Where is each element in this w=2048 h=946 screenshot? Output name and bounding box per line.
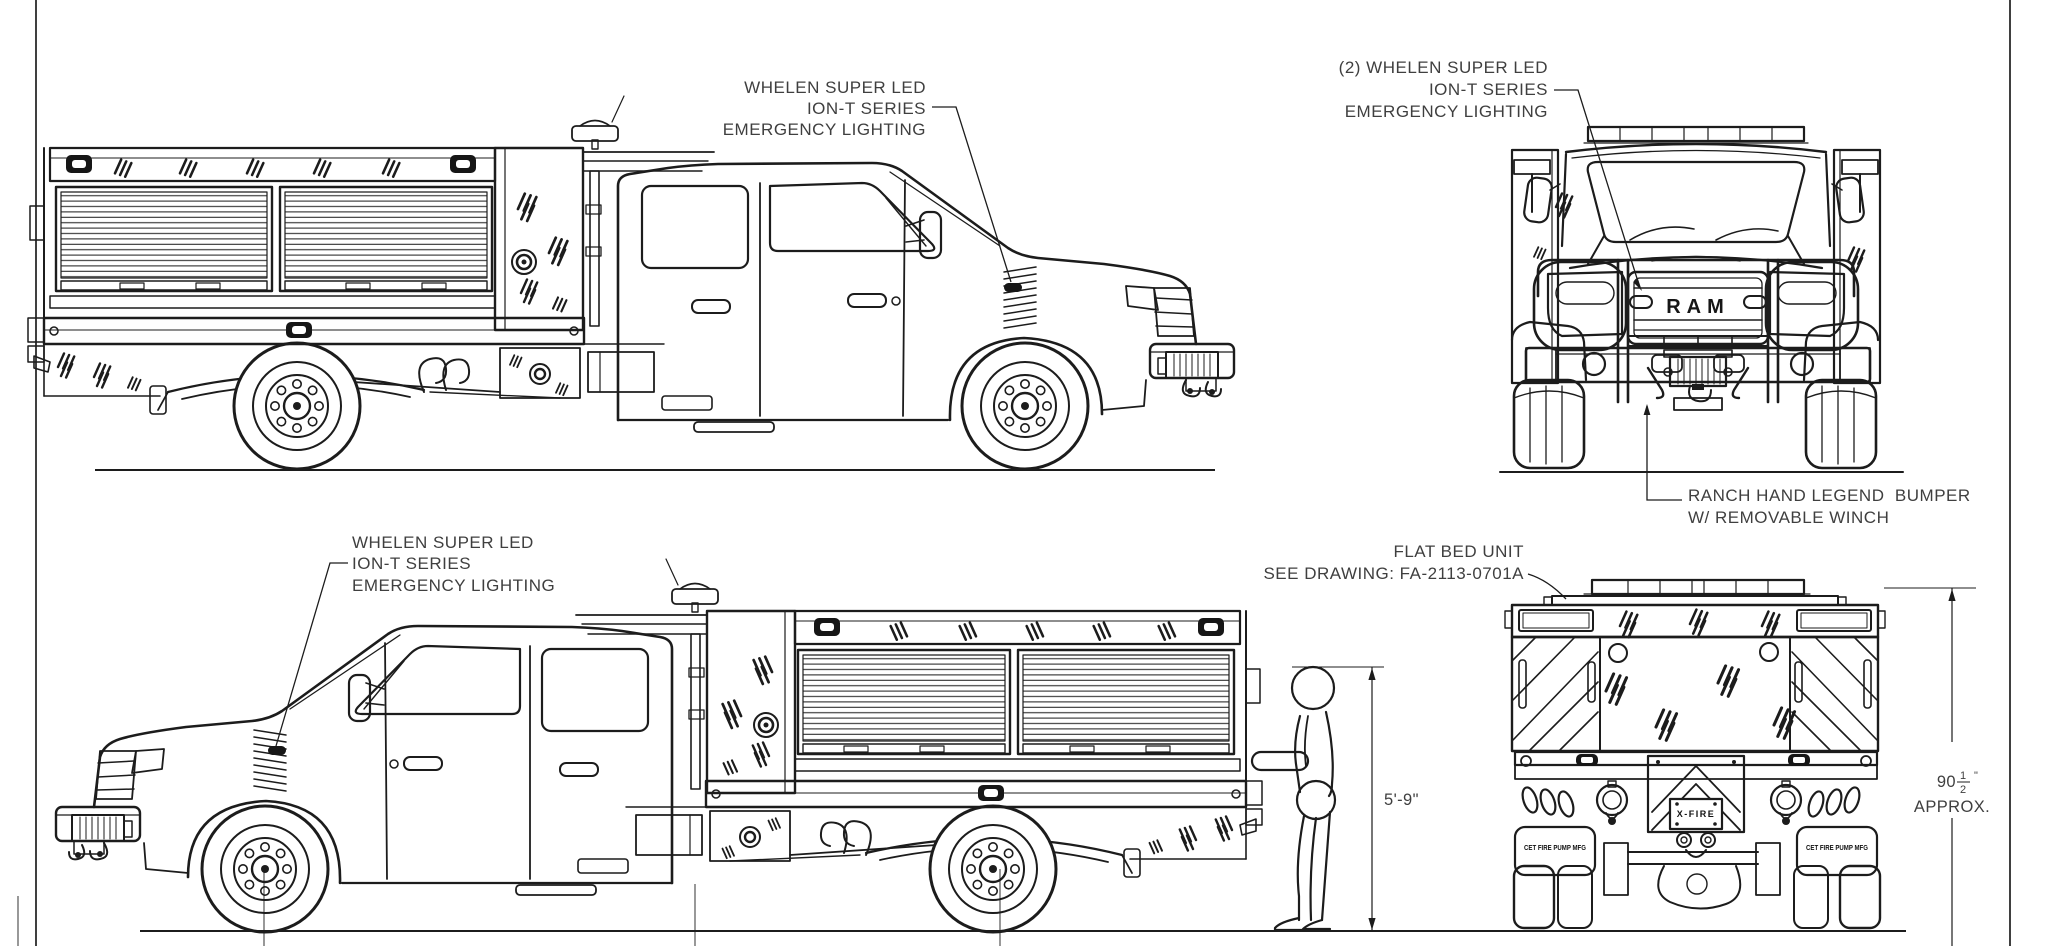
label-bumper-line1: RANCH HAND LEGEND BUMPER: [1688, 486, 1971, 505]
label-side-top-line1: WHELEN SUPER LED: [744, 78, 926, 97]
rear-view: X-FIRE CET: [1504, 578, 1886, 930]
rear-height-whole: 90: [1937, 773, 1956, 791]
label-side-top: WHELEN SUPER LED ION-T SERIES EMERGENCY …: [723, 78, 926, 139]
dim-arrow-top: [1368, 668, 1376, 680]
figure-head: [1290, 665, 1336, 711]
grille-ion-light-left: [1629, 295, 1653, 309]
leader-lines: [275, 89, 1682, 747]
rear-height-denominator: 2: [1960, 784, 1966, 796]
figure-back-foot: [1301, 918, 1332, 931]
label-front-line3: EMERGENCY LIGHTING: [1345, 102, 1548, 121]
ground-and-extension-lines-bottom: [17, 869, 1906, 946]
bed-top-rail: [1551, 595, 1839, 606]
ram-badge: RAM: [1666, 296, 1730, 318]
front-tires: [1510, 320, 1880, 470]
light-bar-front: [1583, 125, 1809, 144]
rear-height-approx: APPROX.: [1914, 798, 1990, 816]
leader-bumper: [1646, 406, 1682, 501]
grille: RAM: [1626, 270, 1770, 346]
figure-torso-back: [1324, 710, 1334, 798]
label-flatbed: FLAT BED UNIT SEE DRAWING: FA-2113-0701A: [1263, 542, 1524, 583]
label-bumper-line2: W/ REMOVABLE WINCH: [1688, 508, 1889, 527]
label-side-bottom-line1: WHELEN SUPER LED: [352, 533, 534, 552]
label-side-bottom: WHELEN SUPER LED ION-T SERIES EMERGENCY …: [352, 533, 555, 595]
dim-arrow-bottom: [1368, 918, 1376, 930]
label-front: (2) WHELEN SUPER LED ION-T SERIES EMERGE…: [1339, 58, 1548, 121]
differential: [1657, 865, 1742, 910]
label-flatbed-line2: SEE DRAWING: FA-2113-0701A: [1263, 564, 1524, 583]
left-diagonal-stripes: [1512, 636, 1599, 751]
plate-text: X-FIRE: [1677, 809, 1716, 819]
side-mirrors: [1523, 176, 1865, 224]
sheet-border: [35, 0, 2011, 946]
rear-bumper: [1513, 750, 1879, 780]
leader-bumper-arrow: [1643, 404, 1651, 415]
label-front-line2: ION-T SERIES: [1429, 80, 1548, 99]
front-view: RAM: [1499, 125, 1904, 473]
figure-torso-front: [1294, 714, 1302, 794]
right-diagonal-stripes: [1791, 636, 1878, 751]
mudflap-text-right: CET FIRE PUMP MFG: [1806, 845, 1868, 852]
rear-height-numerator: 1: [1960, 770, 1966, 782]
grille-ion-light-right: [1743, 295, 1767, 309]
leader-front: [1554, 89, 1641, 289]
tail-lamps: [1521, 780, 1861, 825]
figure-back-leg: [1320, 810, 1332, 922]
label-side-top-line2: ION-T SERIES: [807, 99, 926, 118]
leader-front-arrow: [1633, 279, 1642, 291]
rear-center-panel: X-FIRE: [1646, 754, 1746, 858]
side-view-top: [28, 96, 1234, 471]
label-front-line1: (2) WHELEN SUPER LED: [1339, 58, 1548, 77]
dim-arrow-90-top: [1948, 589, 1956, 601]
rear-axle: [1603, 842, 1781, 910]
cab-front: [1560, 142, 1832, 270]
rear-height-unit: ": [1974, 770, 1978, 782]
figure-height-text: 5'-9": [1384, 791, 1419, 809]
front-bumper-winch: [1524, 346, 1872, 411]
figure-front-foot: [1273, 916, 1313, 932]
label-flatbed-line1: FLAT BED UNIT: [1393, 542, 1524, 561]
figure-front-leg: [1296, 814, 1306, 922]
label-side-bottom-line3: EMERGENCY LIGHTING: [352, 576, 555, 595]
leader-side-bottom: [275, 562, 348, 747]
callout-labels: WHELEN SUPER LED ION-T SERIES EMERGENCY …: [352, 58, 1971, 595]
winch-hook: [1688, 385, 1712, 403]
figure-arm: [1250, 750, 1310, 772]
label-side-top-line3: EMERGENCY LIGHTING: [723, 120, 926, 139]
leader-side-top: [932, 106, 1012, 283]
rear-upper-band: [1504, 603, 1886, 639]
side-view-bottom: [17, 559, 1906, 946]
brush-guard: [1532, 258, 1860, 404]
light-bar-rear: [1583, 578, 1811, 596]
wiper-right: [1715, 228, 1779, 241]
wiper-left: [1629, 226, 1695, 241]
human-figure: [1250, 665, 1337, 932]
label-side-bottom-line2: ION-T SERIES: [352, 554, 471, 573]
figure-height-dimension: 5'-9": [1292, 666, 1419, 930]
rear-tires: [1512, 864, 1882, 930]
leader-flatbed: [1527, 573, 1567, 600]
mudflap-text-left: CET FIRE PUMP MFG: [1524, 845, 1586, 852]
rear-panels: [1510, 635, 1880, 753]
label-bumper: RANCH HAND LEGEND BUMPER W/ REMOVABLE WI…: [1688, 486, 1971, 527]
tow-hooks: [1646, 366, 1750, 400]
rear-height-dimension: 90 1 2 " APPROX.: [1884, 587, 1990, 946]
